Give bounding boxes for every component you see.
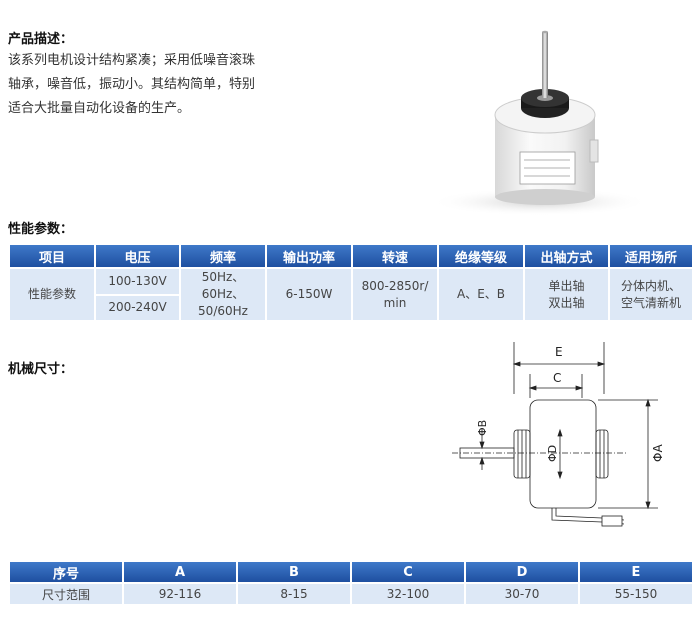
header-index: 序号 [8, 560, 124, 584]
cell-shaft: 单出轴 双出轴 [523, 267, 610, 322]
header-insulation: 绝缘等级 [437, 243, 525, 269]
table-row: 200-240V [9, 293, 693, 322]
header-power: 输出功率 [265, 243, 353, 269]
cell-voltage-2: 200-240V [94, 293, 181, 322]
table-row: 性能参数 100-130V 50Hz、60Hz、 50/60Hz 6-150W … [8, 267, 694, 322]
header-a: A [122, 560, 238, 584]
cell-voltage-1: 100-130V [94, 267, 181, 296]
dimension-drawing: E C ΦB ΦD ΦA [452, 342, 665, 527]
header-item: 项目 [8, 243, 96, 269]
cell-insulation: A、E、B [437, 267, 525, 322]
dimensions-table: 序号 A B C D E 尺寸范围 92-116 8-15 32-100 30-… [8, 560, 694, 606]
cell-e: 55-150 [578, 582, 694, 606]
speed-line: 800-2850r/ [361, 278, 429, 293]
cell-b: 8-15 [236, 582, 352, 606]
label-d: ΦD [546, 445, 559, 462]
header-c: C [350, 560, 466, 584]
shaft-line: 双出轴 [548, 295, 585, 310]
label-e: E [555, 345, 563, 359]
header-usage: 适用场所 [608, 243, 694, 269]
table-row: 尺寸范围 92-116 8-15 32-100 30-70 55-150 [8, 582, 694, 606]
performance-table: 项目 电压 频率 输出功率 转速 绝缘等级 出轴方式 适用场所 性能参数 100… [8, 243, 694, 322]
performance-heading: 性能参数： [8, 222, 74, 237]
shaft-line: 单出轴 [548, 278, 585, 293]
label-a: ΦA [651, 444, 665, 462]
frequency-line: 50/60Hz [198, 304, 248, 318]
cell-d: 30-70 [464, 582, 580, 606]
mechanical-heading: 机械尺寸： [8, 362, 74, 377]
header-speed: 转速 [351, 243, 439, 269]
description-line: 该系列电机设计结构紧凑；采用低噪音滚珠 [8, 53, 256, 68]
header-d: D [464, 560, 580, 584]
cell-c: 32-100 [350, 582, 466, 606]
usage-line: 空气清新机 [620, 295, 681, 310]
usage-line: 分体内机、 [620, 278, 681, 293]
label-c: C [553, 371, 561, 385]
cell-range-label: 尺寸范围 [8, 582, 124, 606]
cell-power: 6-150W [265, 267, 353, 322]
header-frequency: 频率 [179, 243, 267, 269]
header-voltage: 电压 [94, 243, 181, 269]
table-header-row: 项目 电压 频率 输出功率 转速 绝缘等级 出轴方式 适用场所 [8, 243, 694, 269]
description-line: 适合大批量自动化设备的生产。 [8, 101, 191, 116]
cell-usage: 分体内机、 空气清新机 [608, 267, 694, 322]
table-header-row: 序号 A B C D E [8, 560, 694, 584]
frequency-line: 50Hz、60Hz、 [201, 270, 245, 301]
cell-speed: 800-2850r/ min [351, 267, 439, 322]
cell-item: 性能参数 [8, 267, 96, 322]
header-e: E [578, 560, 694, 584]
motor-photo [430, 30, 650, 216]
cell-frequency: 50Hz、60Hz、 50/60Hz [179, 267, 267, 322]
header-shaft: 出轴方式 [523, 243, 610, 269]
description-text: 该系列电机设计结构紧凑；采用低噪音滚珠 轴承，噪音低，振动小。其结构简单，特别 … [8, 49, 298, 121]
description-line: 轴承，噪音低，振动小。其结构简单，特别 [8, 77, 256, 92]
label-b: ΦB [476, 420, 489, 436]
description-heading: 产品描述： [8, 32, 74, 47]
speed-line: min [383, 295, 407, 310]
cell-a: 92-116 [122, 582, 238, 606]
header-b: B [236, 560, 352, 584]
